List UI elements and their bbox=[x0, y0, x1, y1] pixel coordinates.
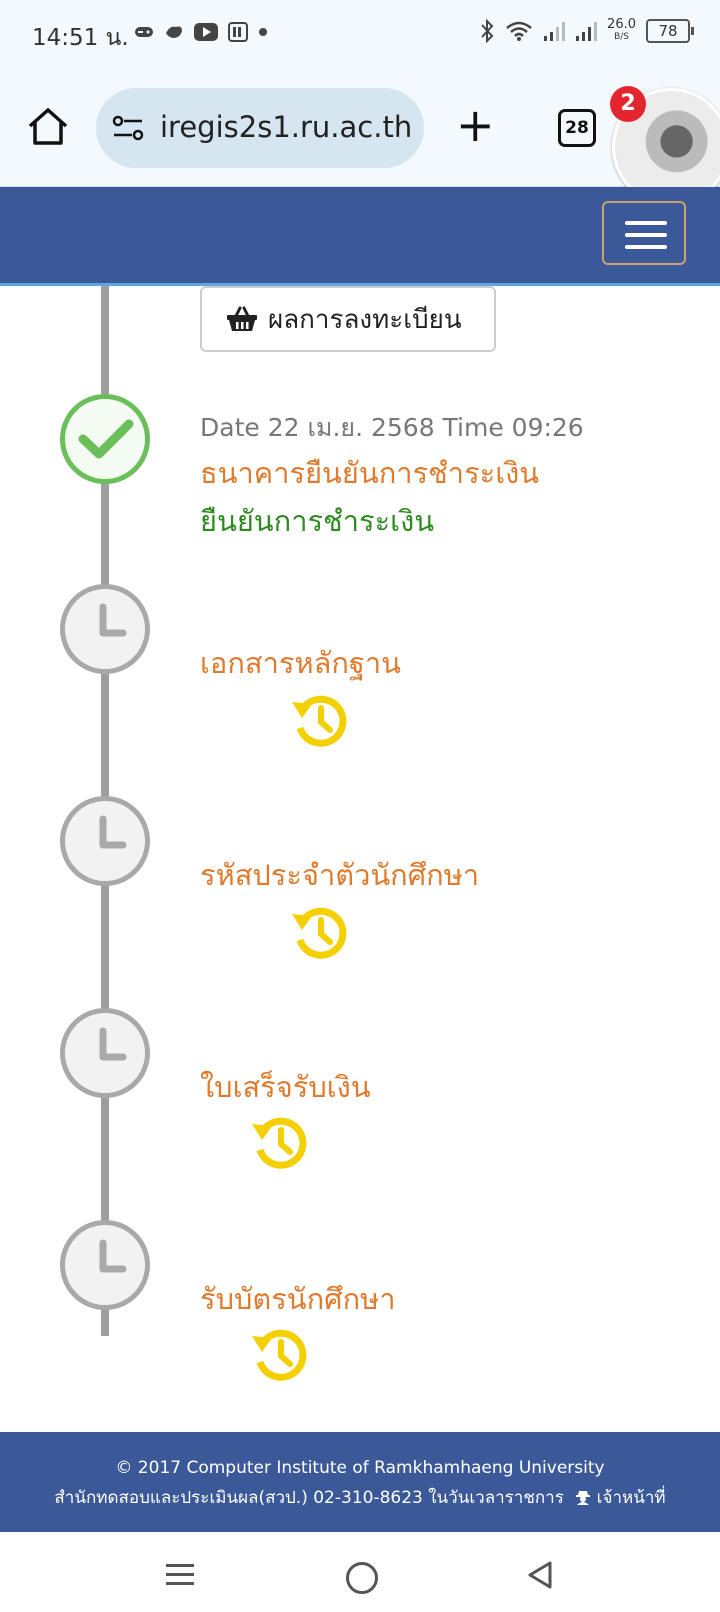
step-title-student-id: รหัสประจำตัวนักศึกษา bbox=[200, 858, 480, 892]
network-speed: 26.0 B/S bbox=[607, 17, 636, 42]
basket-icon bbox=[227, 306, 257, 331]
signal-icon-2 bbox=[576, 22, 598, 41]
youtube-icon bbox=[194, 23, 218, 41]
step-pending-node bbox=[60, 1220, 150, 1310]
site-navbar bbox=[0, 187, 720, 286]
pdf-icon bbox=[228, 22, 248, 42]
clock-icon bbox=[99, 1239, 127, 1273]
step-title-bank-confirm: ธนาคารยืนยันการชำระเงิน bbox=[200, 456, 540, 490]
footer-contact: สำนักทดสอบและประเมินผล(สวป.) 02-310-8623… bbox=[54, 1488, 666, 1508]
wifi-icon bbox=[506, 21, 532, 41]
address-bar[interactable]: iregis2s1.ru.ac.th bbox=[96, 88, 424, 168]
browser-toolbar: iregis2s1.ru.ac.th + 28 2 bbox=[0, 72, 720, 206]
history-pending-icon bbox=[252, 1329, 307, 1381]
registration-result-button[interactable]: ผลการลงทะเบียน bbox=[200, 286, 496, 352]
battery-icon: 78 bbox=[646, 19, 694, 43]
tab-switcher-button[interactable]: 28 bbox=[558, 109, 596, 147]
menu-bar bbox=[625, 233, 667, 237]
status-time: 14:51 น. bbox=[32, 25, 129, 51]
menu-bar bbox=[625, 221, 667, 225]
site-settings-icon[interactable] bbox=[112, 115, 144, 141]
step-pending-node bbox=[60, 584, 150, 674]
check-icon bbox=[78, 419, 134, 459]
user-secret-icon bbox=[576, 1491, 591, 1505]
game-controller-icon bbox=[135, 27, 153, 37]
home-icon[interactable] bbox=[26, 104, 70, 148]
status-system-icons: 26.0 B/S 78 bbox=[479, 17, 694, 44]
payment-date: Date 22 เม.ย. 2568 Time 09:26 bbox=[200, 413, 584, 442]
bluetooth-icon bbox=[481, 18, 494, 44]
new-tab-plus-icon[interactable]: + bbox=[456, 98, 495, 152]
menu-toggle-button[interactable] bbox=[602, 201, 686, 265]
site-footer: © 2017 Computer Institute of Ramkhamhaen… bbox=[0, 1432, 720, 1532]
history-pending-icon bbox=[292, 695, 347, 747]
status-bar: 14:51 น. 26.0 B/S 78 bbox=[0, 0, 720, 72]
home-circle-icon[interactable] bbox=[346, 1562, 378, 1594]
step-title-documents: เอกสารหลักฐาน bbox=[200, 646, 402, 680]
clock-icon bbox=[99, 603, 127, 637]
menu-icon[interactable] bbox=[166, 1562, 194, 1588]
android-nav-bar bbox=[0, 1532, 720, 1612]
step-title-receipt: ใบเสร็จรับเงิน bbox=[200, 1070, 371, 1104]
back-icon[interactable] bbox=[526, 1560, 554, 1590]
step-done-node bbox=[60, 394, 150, 484]
clock-icon bbox=[99, 1027, 127, 1061]
signal-icon-1 bbox=[544, 22, 566, 41]
step-title-student-card: รับบัตรนักศึกษา bbox=[200, 1282, 396, 1316]
step-pending-node bbox=[60, 1008, 150, 1098]
staff-link[interactable]: เจ้าหน้าที่ bbox=[596, 1488, 666, 1508]
url-text: iregis2s1.ru.ac.th bbox=[160, 110, 413, 144]
footer-copyright: © 2017 Computer Institute of Ramkhamhaen… bbox=[115, 1458, 605, 1478]
registration-result-label: ผลการลงทะเบียน bbox=[268, 304, 462, 335]
menu-bar bbox=[625, 245, 667, 249]
step-pending-node bbox=[60, 796, 150, 886]
dot-icon bbox=[259, 28, 267, 36]
step-detail-payment-confirmed: ยืนยันการชำระเงิน bbox=[200, 504, 435, 538]
status-app-icons bbox=[134, 22, 268, 42]
bird-icon bbox=[166, 26, 182, 38]
history-pending-icon bbox=[292, 907, 347, 959]
notification-badge: 2 bbox=[610, 86, 646, 122]
history-pending-icon bbox=[252, 1117, 307, 1169]
clock-icon bbox=[99, 815, 127, 849]
